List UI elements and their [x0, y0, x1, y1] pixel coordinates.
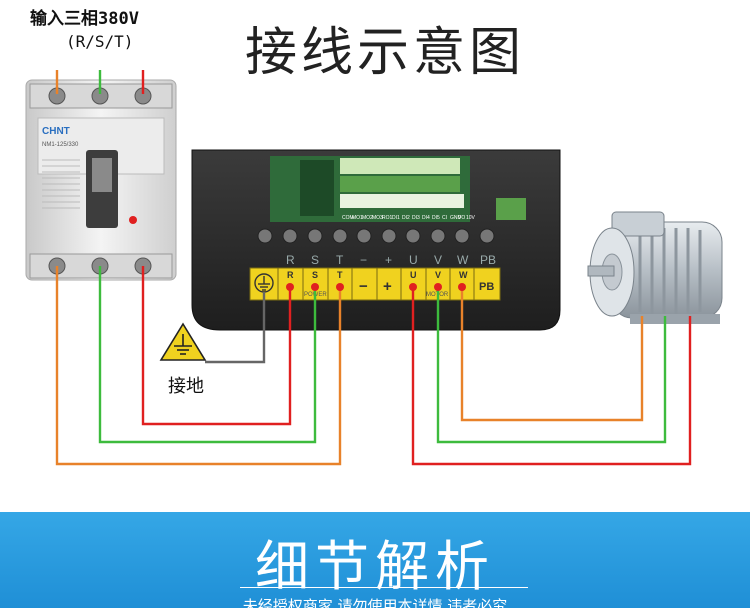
terminal-dot	[336, 283, 344, 291]
banner-note: 未经授权商家 请勿使用本详情 违者必究	[242, 597, 508, 615]
terminal-letter-upper: T	[336, 253, 344, 267]
motor-shaft	[587, 265, 615, 277]
strip-label-w: W	[459, 270, 468, 280]
control-label: RO1	[382, 215, 393, 221]
wire-green-breaker-to-s	[98, 266, 317, 444]
control-label: DI5	[432, 215, 440, 221]
control-label: DI3	[412, 215, 420, 221]
inverter: COM MO1 MO2 MO3 RO1 DI1 DI2 DI3 DI4 DI5 …	[191, 149, 561, 331]
strip-label-s: S	[312, 270, 318, 280]
wire-green-v-to-motor	[436, 288, 667, 444]
motor-junction-box	[611, 211, 665, 237]
terminal-dot	[409, 283, 417, 291]
control-label: DI1	[392, 215, 400, 221]
strip-label-v: V	[435, 270, 441, 280]
strip-label-t: T	[337, 270, 343, 280]
wire-orange-breaker-to-t	[55, 266, 342, 466]
terminal-letter-upper: +	[385, 253, 392, 267]
breaker-model: NM1-125/330	[42, 142, 79, 148]
page-title: 接线示意图	[245, 23, 526, 83]
terminal-letter-upper: W	[457, 253, 469, 267]
terminal-letter-upper: −	[360, 253, 367, 267]
banner-divider	[240, 587, 528, 588]
input-voltage-label: 输入三相380V	[30, 9, 139, 29]
wire-orange-w-to-motor	[460, 288, 644, 422]
control-label: DI4	[422, 215, 430, 221]
control-label: 10V	[466, 215, 476, 221]
control-label: VO	[458, 215, 465, 221]
terminal-letter-upper: U	[409, 253, 418, 267]
breaker-brand: CHNT	[42, 126, 70, 137]
ground-label: 接地	[168, 376, 204, 397]
circuit-breaker: CHNT NM1-125/330	[25, 79, 177, 281]
terminal-letter-upper: PB	[480, 253, 496, 267]
strip-label-u: U	[410, 270, 417, 280]
terminal-dot	[311, 283, 319, 291]
control-label: DI2	[402, 215, 410, 221]
wire-red-u-to-motor	[411, 288, 692, 466]
motor-base	[630, 314, 720, 324]
control-label: CI	[442, 215, 447, 221]
motor	[587, 211, 723, 324]
strip-label-r: R	[287, 270, 294, 280]
wire-ground	[205, 292, 266, 364]
banner-title: 细节解析	[255, 535, 495, 598]
terminal-letter-upper: R	[286, 253, 295, 267]
wire-red-breaker-to-r	[141, 266, 292, 426]
terminal-letter-upper: S	[311, 253, 319, 267]
strip-label-minus: −	[359, 278, 368, 295]
control-label: MO2	[362, 215, 373, 221]
strip-label-plus: +	[383, 278, 392, 295]
control-label: COM	[342, 215, 354, 221]
control-label: MO3	[372, 215, 383, 221]
control-label: GND	[450, 215, 462, 221]
control-connector	[496, 198, 526, 220]
terminal-dot	[434, 283, 442, 291]
breaker-test-button	[129, 216, 137, 224]
diagram-canvas: CHNT NM1-125/330	[25, 70, 723, 466]
terminal-dot	[458, 283, 466, 291]
ground-warning-icon	[159, 322, 207, 361]
strip-label-pb: PB	[479, 281, 494, 293]
detail-banner	[0, 512, 750, 608]
terminal-letter-upper: V	[434, 253, 442, 267]
input-phase-label: (R/S/T)	[66, 32, 134, 51]
power-terminal-screws	[257, 228, 495, 244]
terminal-dot	[286, 283, 294, 291]
control-label: MO1	[352, 215, 363, 221]
